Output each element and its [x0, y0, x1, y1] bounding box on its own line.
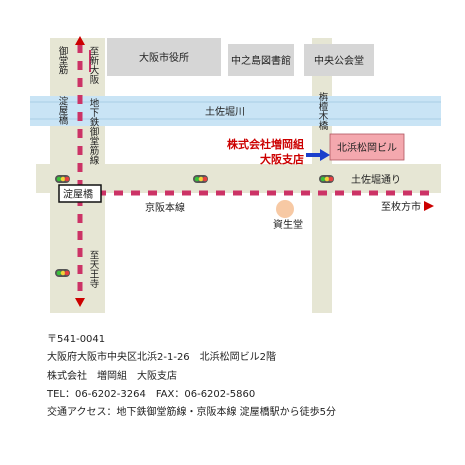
traffic-signal-icon [55, 269, 70, 277]
river-ripples [30, 101, 441, 120]
station-label: 淀屋橋 [63, 188, 93, 201]
contact-info: 〒541-0041 大阪府大阪市中央区北浜2-1-26 北浜松岡ビル2階 株式会… [47, 331, 462, 422]
bridge-label: 栴檀木橋 [317, 91, 329, 131]
yodoyabashi-road-label: 淀屋橋 [57, 95, 69, 125]
to-shin-osaka-label: 至新大阪 [88, 46, 100, 85]
traffic-signal-icon [193, 175, 208, 183]
arrow-north-icon [75, 36, 85, 45]
pointer-arrow-icon [320, 149, 330, 161]
postal-code: 〒541-0041 [47, 334, 106, 345]
arrow-south-icon [75, 298, 85, 307]
to-tennoji-label: 至天王寺 [88, 250, 100, 288]
public-hall-label: 中央公会堂 [314, 54, 364, 67]
public-hall-building [304, 44, 374, 76]
city-hall-label: 大阪市役所 [139, 51, 189, 64]
company-name: 株式会社 増岡組 大阪支店 [47, 370, 177, 382]
target-building [329, 133, 405, 161]
library-label: 中之島図書館 [231, 54, 291, 67]
target-building-label: 北浜松岡ビル [337, 141, 397, 154]
river-label: 土佐堀川 [205, 105, 245, 118]
to-hirakata-label: 至枚方市 [381, 200, 421, 213]
subway-label: 地下鉄御堂筋線 [88, 97, 100, 164]
access-map: 淀屋橋 大阪市役所 中之島図書館 中央公会堂 北浜松岡ビル 土佐堀川 土佐堀通り… [30, 36, 441, 313]
phone-fax: TEL：06-6202-3264 FAX：06-6202-5860 [47, 388, 256, 400]
company-name-label: 株式会社増岡組 [227, 137, 304, 151]
traffic-signal-icon [55, 175, 70, 183]
branch-name-label: 大阪支店 [260, 152, 304, 166]
arrow-east-icon [424, 201, 434, 211]
shiseido-marker [276, 200, 294, 218]
access-info: 交通アクセス：地下鉄御堂筋線・京阪本線 淀屋橋駅から徒歩5分 [47, 407, 337, 419]
address: 大阪府大阪市中央区北浜2-1-26 北浜松岡ビル2階 [47, 352, 277, 364]
library-building [228, 44, 294, 76]
station-box [58, 184, 102, 203]
city-hall-building [107, 38, 221, 76]
tosabori-street-label: 土佐堀通り [351, 173, 401, 186]
midosuji-label: 御堂筋 [57, 45, 69, 75]
tosabori-street-road [36, 164, 441, 193]
shiseido-label: 資生堂 [273, 218, 303, 231]
traffic-signal-icon [319, 175, 334, 183]
keihan-line-label: 京阪本線 [145, 201, 185, 214]
